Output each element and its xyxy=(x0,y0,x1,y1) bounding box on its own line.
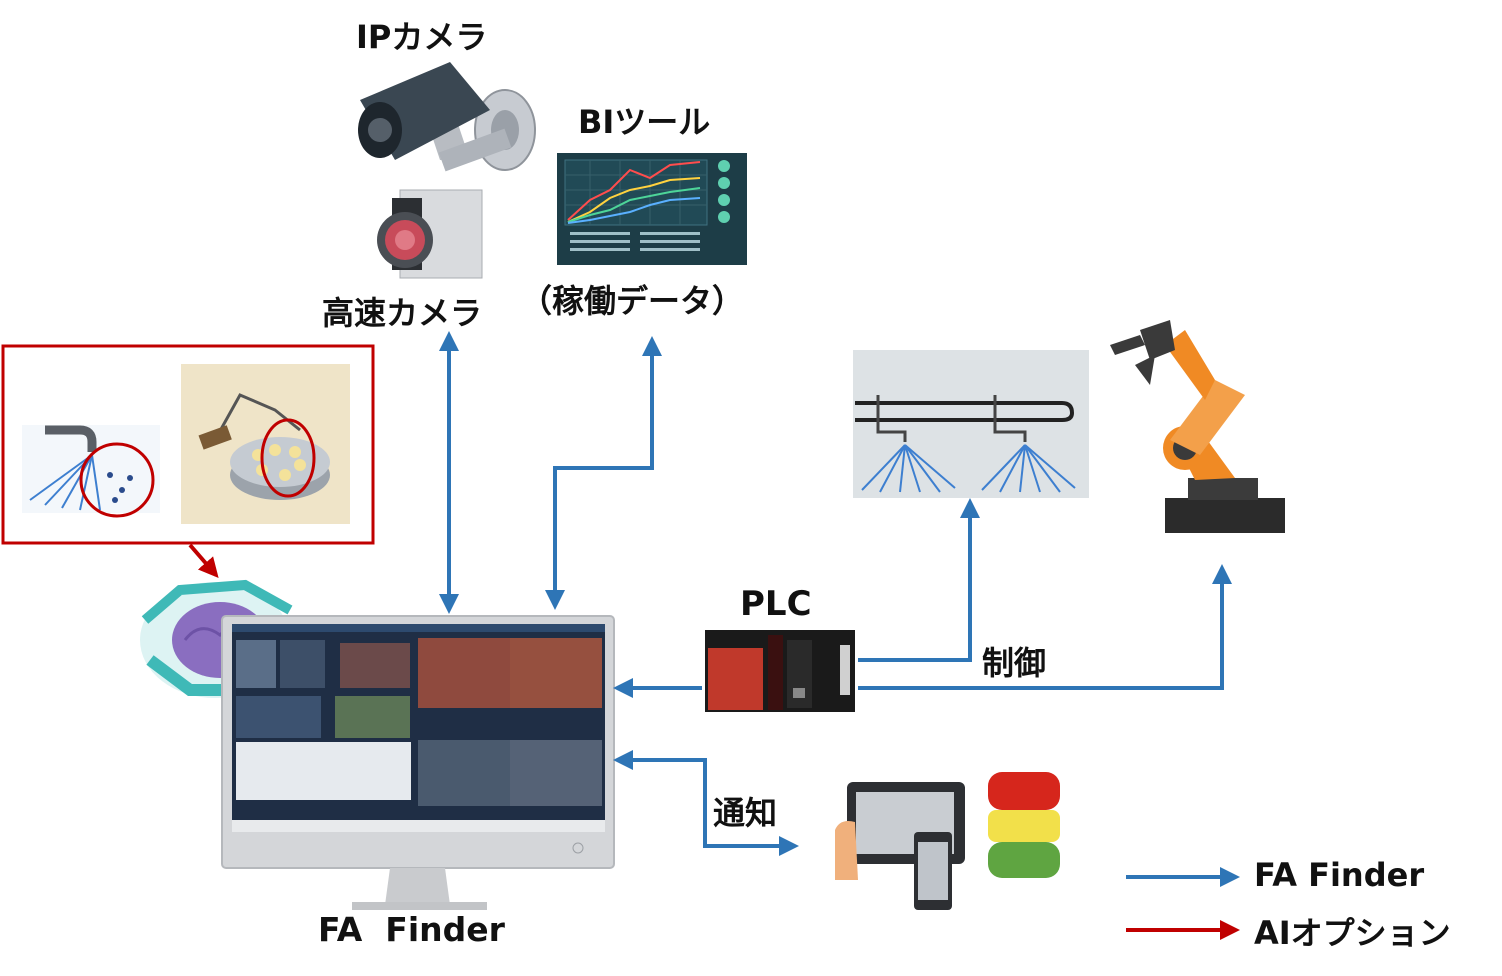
control-label: 制御 xyxy=(982,644,1047,682)
tablet-phone-icon xyxy=(835,782,965,910)
signal-tower-icon xyxy=(988,772,1060,878)
plc-icon xyxy=(705,630,855,712)
ai-option-arrow xyxy=(188,543,219,579)
rotary-machine-icon xyxy=(181,364,350,524)
ip-camera-label: IPカメラ xyxy=(356,18,488,56)
notify-label: 通知 xyxy=(713,794,778,832)
fa-finder-label: FA Finder xyxy=(318,910,505,949)
plc-to-sprayer-arrow xyxy=(858,498,980,662)
bi-dashboard-icon xyxy=(557,153,747,265)
robot-arm-icon xyxy=(1110,320,1285,533)
legend-ai-option-label: AIオプション xyxy=(1254,914,1451,952)
connectors xyxy=(439,331,1240,887)
highspeed-camera-icon xyxy=(377,189,483,279)
plc-label: PLC xyxy=(740,584,812,624)
bi-link-arrow xyxy=(545,336,662,610)
notify-arrow xyxy=(613,750,799,856)
highspeed-camera-label: 高速カメラ xyxy=(322,294,483,332)
plc-to-robot-arrow xyxy=(858,564,1232,690)
operation-data-label: （稼働データ） xyxy=(520,282,745,320)
sprayer-icon xyxy=(853,350,1089,498)
ip-camera-icon xyxy=(358,62,536,172)
legend-fa-finder-label: FA Finder xyxy=(1254,856,1425,894)
fa-finder-monitor xyxy=(221,615,615,910)
spray-nozzle-icon xyxy=(22,425,160,518)
bi-tool-label: BIツール xyxy=(578,103,711,141)
